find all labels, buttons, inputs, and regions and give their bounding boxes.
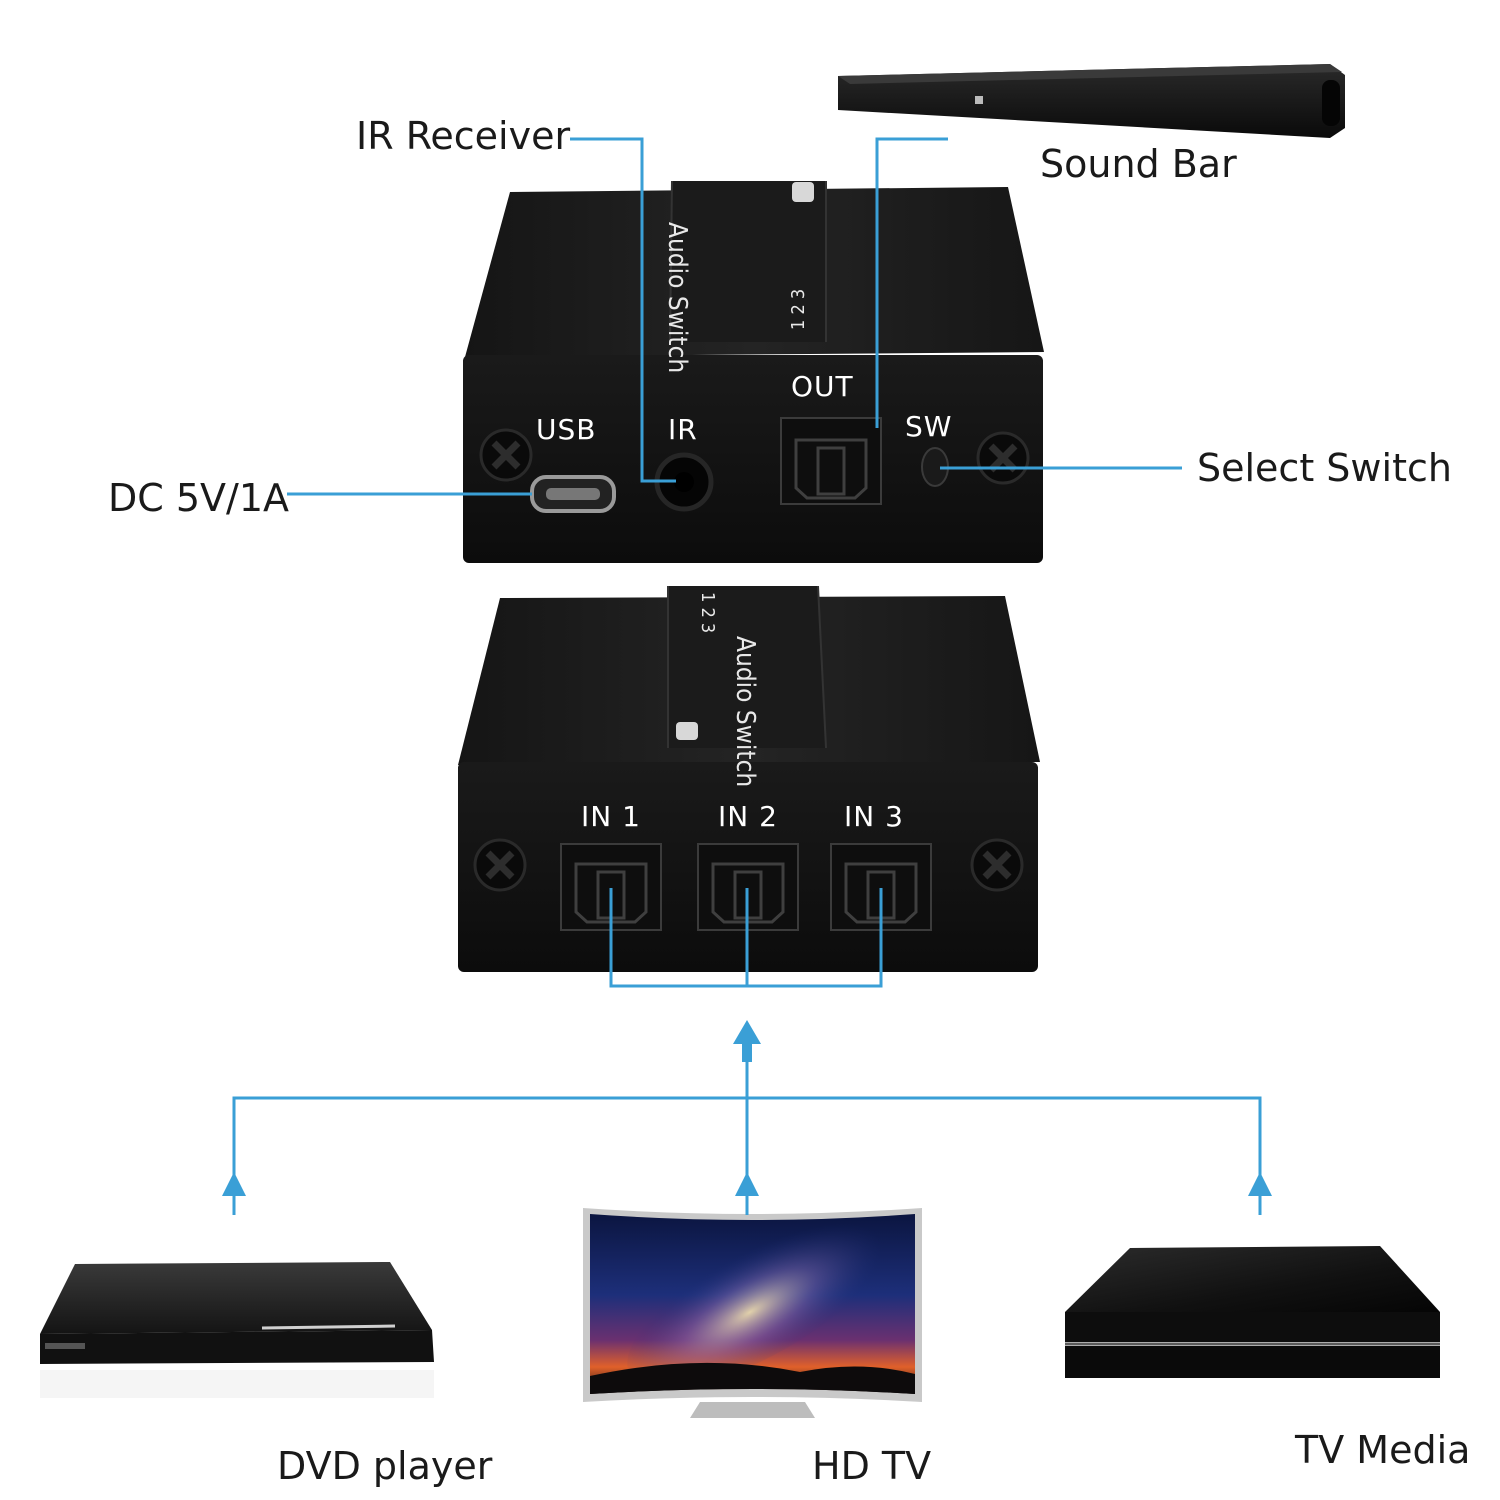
in3-port-label: IN 3	[844, 800, 904, 833]
screw-icon	[970, 838, 1024, 892]
top-device-brand-text: Audio Switch	[662, 222, 692, 374]
hd-tv-image	[583, 1208, 922, 1418]
tv-media-player-image	[1065, 1246, 1440, 1378]
sound-bar-leader	[875, 137, 948, 428]
audio-switch-bottom-device	[458, 585, 1040, 972]
in1-port-label: IN 1	[581, 800, 641, 833]
screw-icon	[479, 428, 533, 482]
up-arrow-icon	[1248, 1172, 1272, 1196]
sound-bar-label: Sound Bar	[1040, 142, 1237, 186]
micro-usb-port-icon	[530, 475, 616, 513]
dc-power-label: DC 5V/1A	[108, 476, 290, 520]
top-device-channel-numbers: 1 2 3	[788, 288, 809, 330]
sound-bar-image	[838, 64, 1345, 138]
select-switch-label: Select Switch	[1197, 446, 1452, 490]
in2-port-label: IN 2	[718, 800, 778, 833]
sw-button-label: SW	[905, 410, 953, 443]
dvd-player-image	[40, 1262, 434, 1398]
up-arrow-icon	[733, 1020, 761, 1044]
tv-media-label: TV Media	[1295, 1428, 1471, 1472]
optical-out-port-icon	[780, 417, 882, 505]
ir-port-label: IR	[668, 413, 698, 446]
hd-tv-label: HD TV	[812, 1444, 932, 1488]
ir-receiver-leader	[570, 137, 676, 483]
up-arrow-icon	[735, 1172, 759, 1196]
optical-in3-port-icon	[830, 843, 932, 931]
screw-icon	[976, 431, 1030, 485]
screw-icon	[473, 838, 527, 892]
out-port-label: OUT	[791, 370, 854, 403]
bottom-device-brand-text: Audio Switch	[730, 636, 760, 788]
source-distribution-line	[232, 1096, 1262, 1215]
up-arrow-icon	[222, 1172, 246, 1196]
usb-port-label: USB	[536, 413, 597, 446]
ir-receiver-label: IR Receiver	[356, 114, 571, 158]
bottom-device-channel-numbers: 1 2 3	[697, 592, 718, 634]
dvd-player-label: DVD player	[277, 1444, 493, 1488]
audio-switch-top-device	[463, 180, 1044, 563]
arrow-heads	[222, 1020, 1272, 1196]
